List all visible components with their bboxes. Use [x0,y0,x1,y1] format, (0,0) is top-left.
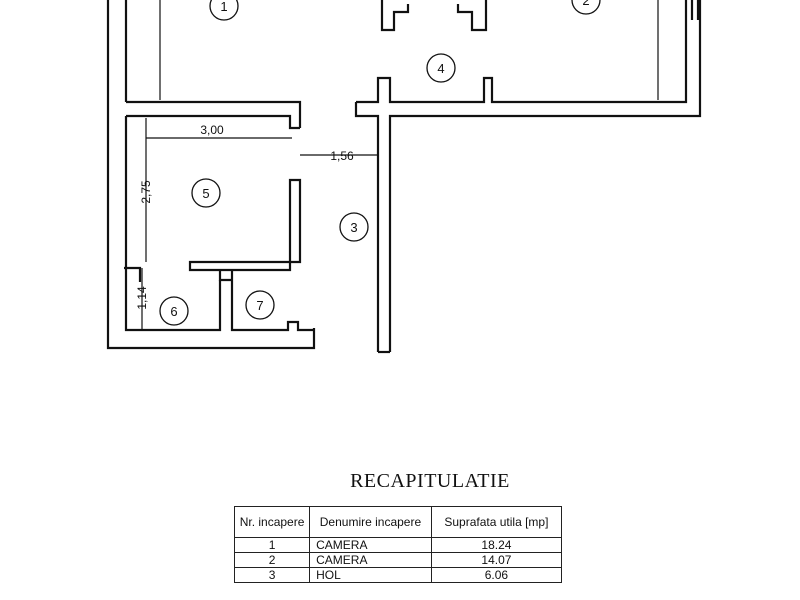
wall-room3-right-inner [388,0,702,352]
header-nr: Nr. incapere [233,506,311,538]
wall-room1-bottom [126,100,302,128]
room-label-5: 5 [202,186,209,201]
wall-room7 [230,270,314,332]
dim-label-width-hall: 1,56 [330,149,354,163]
room-markers [159,0,601,326]
room-marker-3 [339,212,369,242]
dim-label-width-room5: 3,00 [200,123,224,137]
room-label-7: 7 [256,298,263,313]
wall-room7-left [218,270,232,282]
table-row: 1 CAMERA 18.24 [233,537,563,553]
dim-label-depth-room5: 2,75 [139,180,153,204]
room-label-4: 4 [437,61,444,76]
partition-door-left [380,0,410,32]
room-label-1: 1 [220,0,227,14]
table-row: 3 HOL 6.06 [233,567,563,583]
cell-area: 6.06 [430,567,563,583]
summary-title: RECAPITULATIE [350,470,510,492]
wall-room3-right [354,102,380,352]
room-label-2: 2 [582,0,589,8]
room-marker-4 [426,53,456,83]
room-marker-6 [159,296,189,326]
cell-nr: 3 [233,567,311,583]
dim-label-depth-room6: 1,14 [135,286,149,310]
walls [106,0,702,354]
summary-table: Nr. incapere Denumire incapere Suprafata… [233,506,563,583]
table-row: 2 CAMERA 14.07 [233,552,563,568]
header-area: Suprafata utila [mp] [430,506,563,538]
header-name: Denumire incapere [309,506,432,538]
dimension-lines [141,0,659,330]
wall-room5-bottom [188,178,302,272]
room-label-3: 3 [350,220,357,235]
cell-name: CAMERA [309,537,432,553]
cell-area: 18.24 [430,537,563,553]
wall-room6-top [124,266,142,282]
room-marker-2 [571,0,601,15]
wall-hall-bottom [356,0,688,104]
wall-room5-top [126,114,300,130]
cell-name: HOL [309,567,432,583]
cell-area: 14.07 [430,552,563,568]
room-label-6: 6 [170,304,177,319]
room-marker-7 [245,290,275,320]
cell-nr: 2 [233,552,311,568]
partition-door-right [456,0,488,32]
cell-name: CAMERA [309,552,432,568]
outer-wall-left [106,0,316,350]
cell-nr: 1 [233,537,311,553]
summary-header-row: Nr. incapere Denumire incapere Suprafata… [233,506,563,538]
wall-room5-left [124,116,222,332]
room-marker-5 [191,178,221,208]
room-marker-1 [209,0,239,21]
window-mark [690,0,700,20]
